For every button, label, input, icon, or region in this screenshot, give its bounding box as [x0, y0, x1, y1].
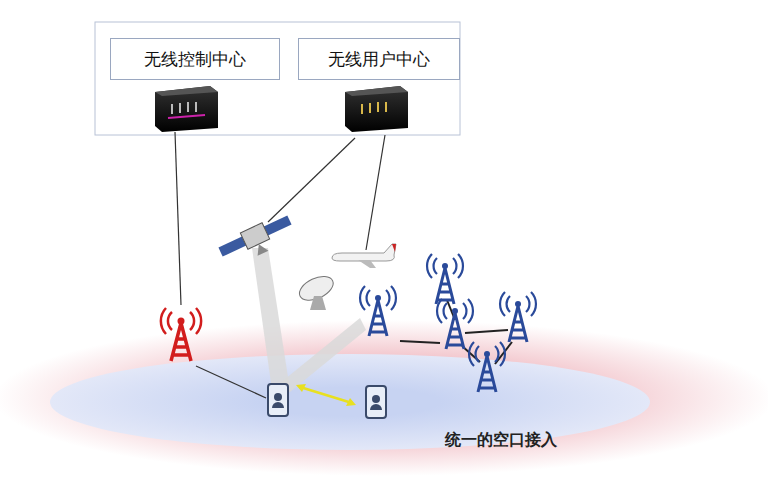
center-box: 无线控制中心	[110, 38, 280, 80]
box-label: 无线控制中心	[144, 48, 246, 71]
box-label: 无线用户中心	[328, 48, 430, 71]
center-box: 无线用户中心	[298, 38, 460, 80]
region-label: 统一的空口接入	[445, 430, 557, 451]
